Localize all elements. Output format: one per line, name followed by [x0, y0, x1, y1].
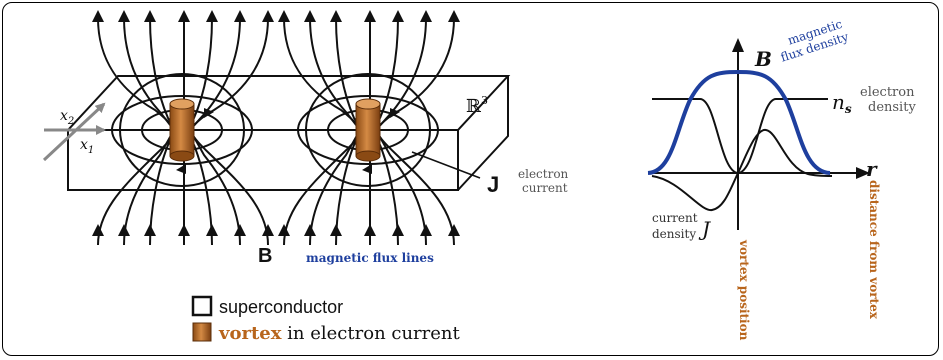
- vertical-axis-arrowhead: [732, 38, 744, 52]
- vortex-cylinder-2: [355, 98, 381, 162]
- r3-label: ℝ3: [466, 94, 488, 117]
- flux-density-curve: [647, 69, 831, 175]
- superconductor-diagram: x2 x1 ℝ3 J electron current B magnetic f…: [42, 10, 569, 267]
- distance-from-vortex-label: distance from vortex: [867, 180, 881, 320]
- ns-label: ns: [832, 90, 852, 116]
- current-density-text-1: current: [652, 211, 698, 225]
- j-pointer-line: [411, 151, 481, 179]
- magnetic-flux-density-label: magnetic flux density: [779, 17, 851, 65]
- j-axis-label: J: [698, 217, 711, 241]
- electron-current-text-2: current: [522, 181, 568, 195]
- vortex-cylinder-1: [169, 98, 195, 162]
- electron-density-text-1: electron: [860, 85, 915, 100]
- b-axis-label: B: [754, 47, 772, 71]
- current-density-curve: [651, 129, 833, 211]
- electron-density-text-2: density: [868, 100, 916, 115]
- legend: superconductor vortex in electron curren…: [191, 295, 461, 344]
- superconductor-legend-swatch: [191, 295, 213, 317]
- profile-plot: B magnetic flux density ns electron dens…: [647, 17, 916, 341]
- r-axis-label: r: [866, 157, 878, 181]
- current-density-text-2: density: [652, 227, 696, 241]
- superconductor-legend-label: superconductor: [219, 297, 343, 317]
- vortex-legend-label: vortex in electron current: [218, 323, 461, 344]
- x2-label: x2: [60, 108, 74, 127]
- j-label: J: [487, 172, 499, 197]
- magnetic-flux-lines-text: magnetic flux lines: [306, 251, 434, 265]
- electron-current-text-1: electron: [518, 167, 569, 181]
- x1-label: x1: [80, 137, 94, 156]
- b-label: B: [258, 245, 272, 267]
- figure-frame: [2, 2, 939, 356]
- flux-arrowheads: [92, 10, 460, 236]
- horizontal-axis-arrowhead: [856, 167, 870, 179]
- vortex-legend-swatch: [192, 322, 212, 342]
- vortex-position-label: vortex position: [737, 239, 751, 341]
- coordinate-axes: x2 x1: [42, 102, 106, 162]
